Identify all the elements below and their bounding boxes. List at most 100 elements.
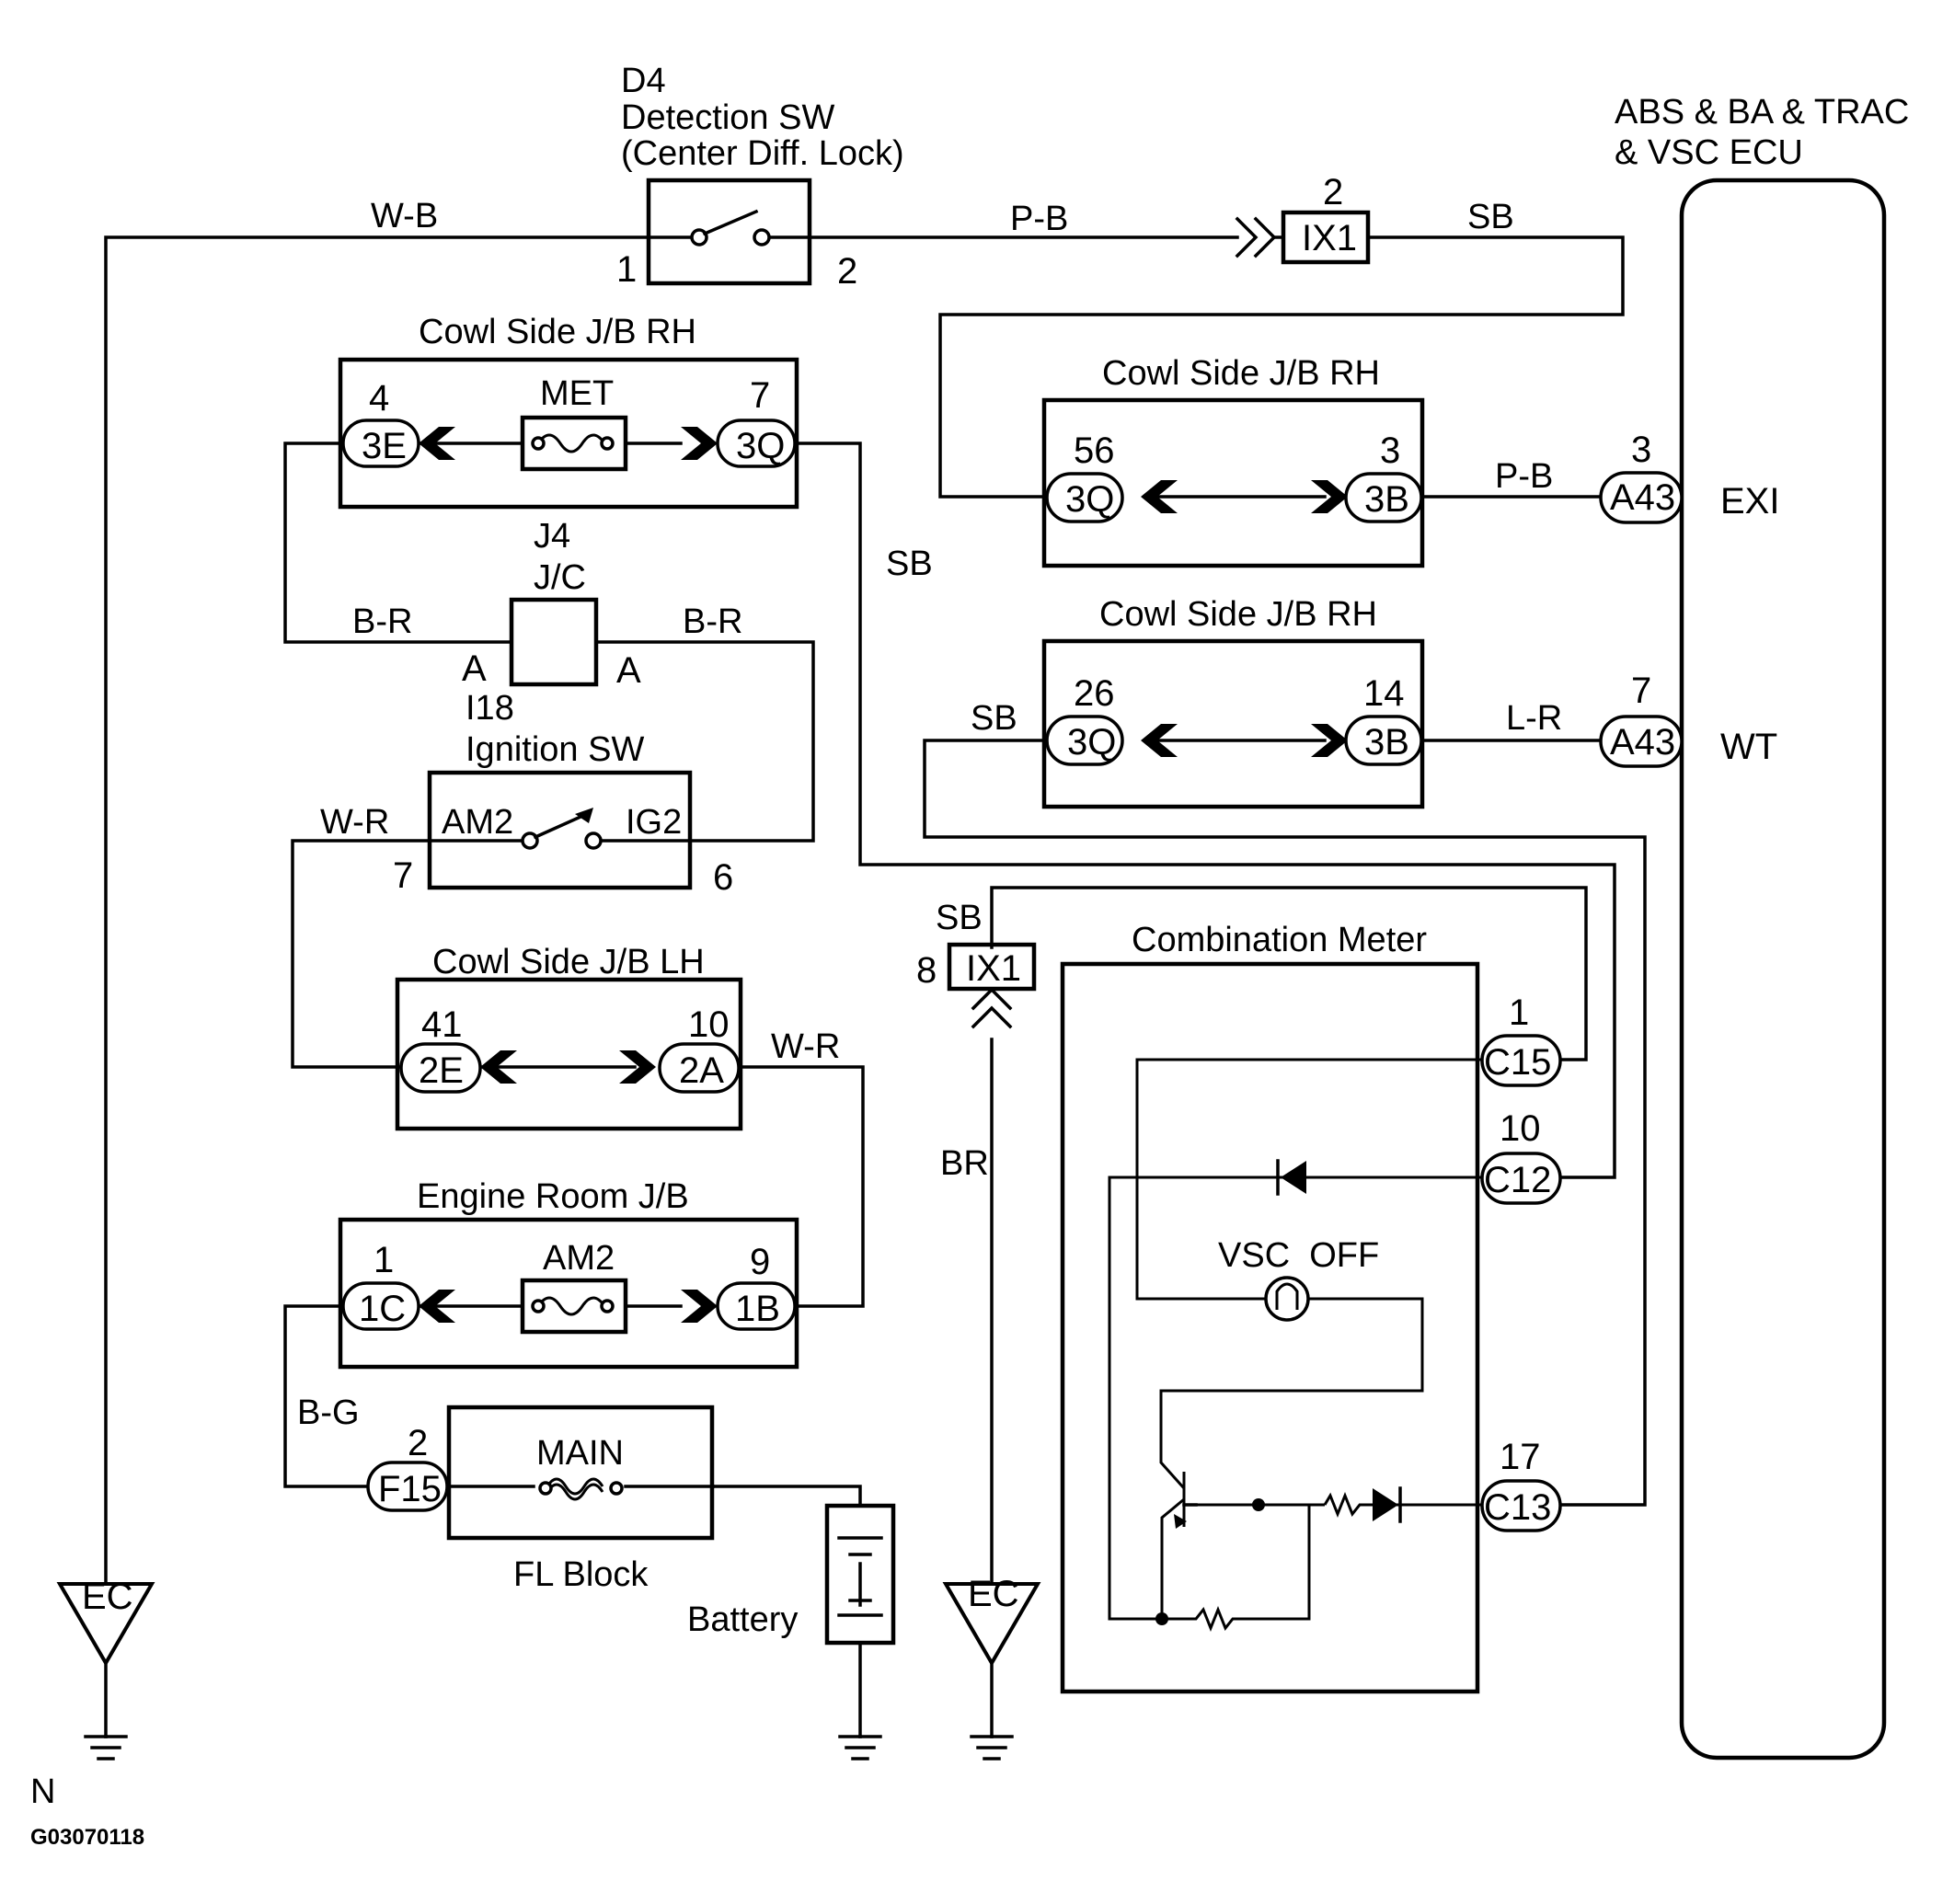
ground-battery	[838, 1735, 882, 1761]
jc-label-2: J/C	[534, 558, 586, 597]
combination-meter-box	[1060, 961, 1480, 1694]
jb-rh-left-box	[338, 357, 799, 510]
wire-w-r-left: W-R	[320, 803, 389, 842]
ix1-mid-label: IX1	[966, 948, 1021, 989]
a43-wt-label: A43	[1610, 722, 1675, 763]
ix1-mid-num: 8	[916, 950, 937, 991]
ignition-code: I18	[466, 689, 514, 728]
jb-lh-pin-r: 2A	[679, 1050, 724, 1091]
wire-l-r: L-R	[1506, 699, 1562, 738]
jb-lh-box	[395, 977, 743, 1131]
fl-block-title: FL Block	[513, 1555, 649, 1594]
jb-rh-lower-box	[1041, 638, 1425, 809]
junction-dot	[1155, 1612, 1168, 1625]
ignition-switch-box	[427, 770, 693, 890]
vsc-off-label: VSC OFF	[1218, 1236, 1379, 1275]
ec-mid-label: EC	[968, 1574, 1019, 1614]
jb-lh-pin-l: 2E	[419, 1050, 464, 1091]
d4-label-3: (Center Diff. Lock)	[621, 134, 904, 173]
ecu-term-wt: WT	[1720, 727, 1777, 767]
fl-block-box	[446, 1405, 715, 1541]
a43-exi-num: 3	[1631, 430, 1651, 470]
wire-w-b: W-B	[371, 197, 438, 235]
wire-sb-ix1: SB	[936, 899, 983, 937]
jb-lh-pin-num-r: 10	[688, 1004, 730, 1045]
jb-rh-upper-title: Cowl Side J/B RH	[1102, 354, 1380, 393]
wires	[104, 235, 1647, 1738]
wire-b-r-left: B-R	[352, 602, 412, 641]
ecu-title-1: ABS & BA & TRAC	[1615, 93, 1909, 132]
meter-internals	[1155, 1159, 1402, 1633]
engine-jb-pin-r: 1B	[735, 1289, 780, 1329]
met-fuse-label: MET	[540, 374, 614, 413]
a43-wt-num: 7	[1631, 671, 1651, 711]
note-mark: N	[30, 1772, 55, 1811]
c13-num: 17	[1500, 1437, 1541, 1477]
am2-fuse	[520, 1278, 628, 1335]
jc-pin-a-left: A	[462, 648, 487, 689]
wire-sb-mid: SB	[886, 545, 933, 583]
engine-jb-pin-num-r: 9	[750, 1242, 770, 1282]
engine-jb-title: Engine Room J/B	[417, 1177, 689, 1216]
labels: ABS & BA & TRAC & VSC ECU EXI WT D4 Dete…	[30, 62, 1909, 1850]
main-fuse-label: MAIN	[536, 1434, 624, 1473]
jb-lh-title: Cowl Side J/B LH	[432, 943, 705, 981]
wire-b-r-right: B-R	[683, 602, 742, 641]
d4-switch-box	[646, 178, 812, 286]
c13-label: C13	[1484, 1487, 1551, 1528]
battery-symbol	[824, 1503, 896, 1646]
jb-rh-upper-pin-num-r: 3	[1380, 430, 1400, 471]
c15-label: C15	[1484, 1042, 1551, 1083]
jb-rh-left-pin-r: 3Q	[736, 426, 785, 466]
ignition-pin-6: 6	[713, 857, 733, 898]
battery-label: Battery	[687, 1600, 798, 1639]
oval-connectors	[341, 419, 1684, 1532]
c15-num: 1	[1509, 992, 1529, 1033]
wire-br: BR	[940, 1144, 989, 1183]
f15-label: F15	[378, 1469, 442, 1509]
jc-box	[509, 597, 599, 687]
d4-switch-contact	[690, 209, 771, 247]
wire-w-r-right: W-R	[771, 1027, 840, 1066]
jb-rh-lower-title: Cowl Side J/B RH	[1099, 595, 1377, 634]
jb-rh-left-pin-l: 3E	[362, 426, 407, 466]
resistor-base	[1187, 1605, 1243, 1633]
d4-pin-1: 1	[616, 249, 637, 290]
c12-num: 10	[1500, 1108, 1541, 1149]
ecu-box	[1679, 178, 1887, 1761]
am2-fuse-label: AM2	[543, 1239, 615, 1278]
jc-label-1: J4	[534, 517, 570, 556]
jb-rh-lower-pin-num-r: 14	[1363, 673, 1405, 714]
d4-label-2: Detection SW	[621, 98, 834, 137]
wire-sb-top: SB	[1467, 198, 1514, 236]
ignition-pin-7: 7	[393, 855, 413, 896]
jb-rh-upper-pin-num-l: 56	[1074, 430, 1115, 471]
jb-rh-upper-pin-l: 3Q	[1065, 479, 1114, 520]
jb-rh-upper-box	[1041, 397, 1425, 568]
f15-num: 2	[408, 1423, 428, 1463]
diode-c13	[1373, 1486, 1402, 1523]
met-fuse	[520, 415, 628, 472]
jb-rh-left-pin-num-r: 7	[750, 375, 770, 416]
ix1-top-connector	[1235, 210, 1371, 265]
ec-left-label: EC	[82, 1577, 133, 1617]
wire-sb-lower: SB	[971, 699, 1017, 738]
figure-code: G03070118	[30, 1825, 144, 1850]
engine-jb-box	[338, 1217, 799, 1370]
ignition-am2: AM2	[442, 803, 513, 842]
a43-exi-label: A43	[1610, 477, 1675, 518]
wire-p-b-top: P-B	[1010, 200, 1068, 238]
ignition-contact	[521, 808, 603, 850]
engine-jb-pin-num-l: 1	[374, 1240, 394, 1280]
ground-ec-mid	[942, 1582, 1041, 1761]
ignition-title: Ignition SW	[466, 730, 644, 769]
junction-dot	[1252, 1498, 1265, 1511]
ix1-mid-connector	[947, 942, 1037, 1029]
engine-jb-pin-l: 1C	[359, 1289, 406, 1329]
jb-lh-pin-num-l: 41	[421, 1004, 463, 1045]
jb-rh-lower-pin-l: 3Q	[1067, 722, 1116, 763]
vsc-off-lamp	[1264, 1276, 1310, 1322]
component-boxes	[338, 178, 1887, 1761]
